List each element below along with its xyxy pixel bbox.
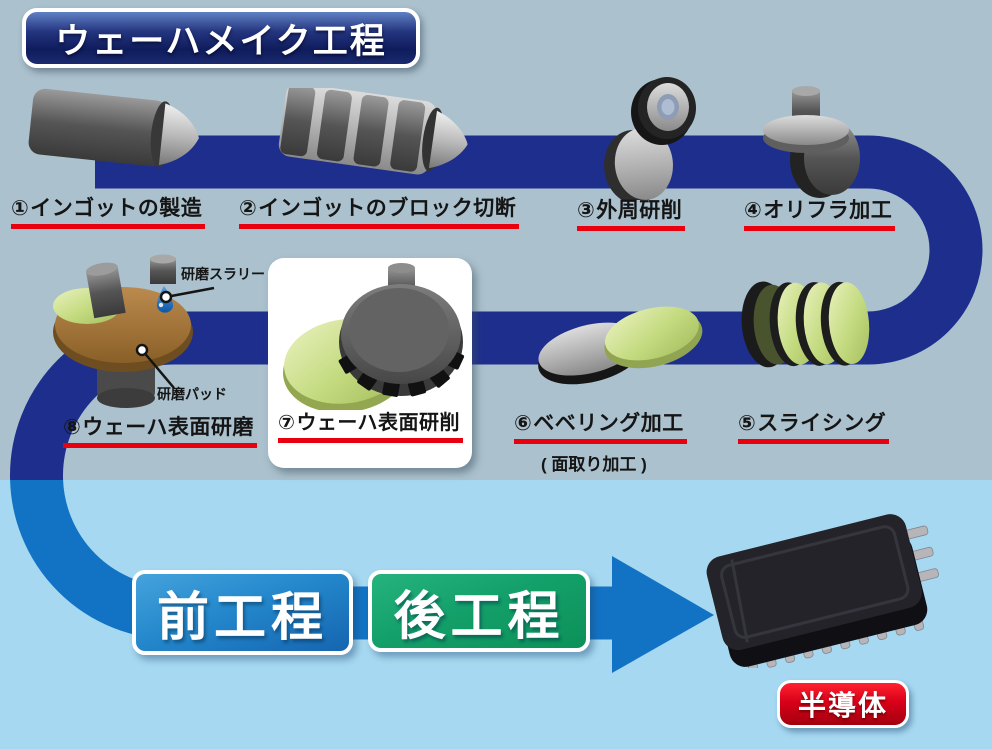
step-8-text: ウェーハ表面研磨 [82,416,254,439]
step-6-number: ⑥ [514,412,533,435]
semiconductor-label: 半導体 [797,690,888,721]
slicing-illustration [741,281,870,368]
step-4-text: オリフラ加工 [763,199,893,222]
surface-polishing-illustration [53,254,193,408]
beveling-illustration [538,306,703,385]
step-3-text: 外周研削 [596,199,683,222]
step-5-label: ⑤スライシング [738,412,890,445]
ingot-illustration [28,88,199,168]
step-3-number: ③ [577,199,596,222]
step-6-text: ベベリング加工 [533,412,684,435]
step-8-number: ⑧ [63,416,82,439]
pad-annotation: 研磨パッド [157,386,227,402]
ingot-blocks-illustration [278,88,468,175]
step-1-label: ①インゴットの製造 [11,197,206,230]
step-5-text: スライシング [757,412,887,435]
step-6-label: ⑥ベベリング加工 [514,412,687,445]
surface-grinding-illustration [283,263,465,410]
step-7-label: ⑦ウェーハ表面研削 [278,412,464,443]
orientation-flat-illustration [763,86,860,198]
surface-grinding-card: ⑦ウェーハ表面研削 [268,258,472,468]
flow-arrow-icon [612,556,714,673]
front-process-label: 前工程 [156,589,328,647]
diagram-title-box: ウェーハメイク工程 [22,8,420,68]
step-2-number: ② [239,197,258,220]
step-2-text: インゴットのブロック切断 [258,197,517,220]
step-8-label: ⑧ウェーハ表面研磨 [63,416,257,449]
step-3-label: ③外周研削 [577,199,686,232]
step-5-number: ⑤ [738,412,757,435]
back-process-box: 後工程 [368,570,590,652]
step-6-sublabel: ( 面取り加工 ) [541,455,647,474]
slurry-annotation: 研磨スラリー [181,266,265,282]
edge-grinding-illustration [604,77,696,200]
step-1-text: インゴットの製造 [30,197,203,220]
step-4-label: ④オリフラ加工 [744,199,896,232]
semiconductor-badge: 半導体 [777,680,909,728]
step-7-number: ⑦ [278,412,296,434]
step-2-label: ②インゴットのブロック切断 [239,197,520,230]
back-process-label: 後工程 [393,587,565,646]
diagram-title: ウェーハメイク工程 [55,21,387,61]
step-7-text: ウェーハ表面研削 [296,412,461,434]
step-1-number: ① [11,197,30,220]
semiconductor-chip-illustration [706,514,939,668]
front-process-box: 前工程 [132,570,353,655]
step-4-number: ④ [744,199,763,222]
